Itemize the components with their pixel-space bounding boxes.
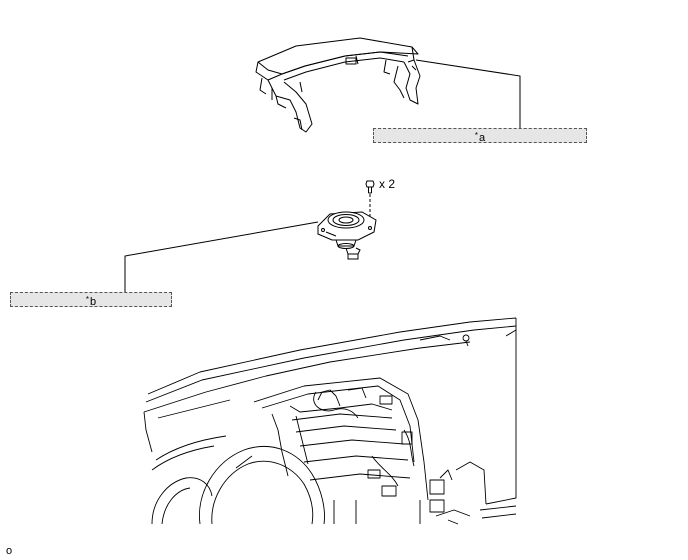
callout-a-letter: a — [479, 132, 486, 144]
callout-a: *a — [373, 128, 587, 144]
callout-b-mark: * — [85, 295, 89, 304]
callout-b: *b — [10, 292, 172, 308]
leader-line-b — [124, 221, 319, 292]
bolt-quantity-label: x 2 — [379, 177, 396, 191]
callout-b-letter: b — [90, 296, 97, 308]
callout-a-mark: * — [474, 131, 478, 140]
finish-panel-part — [255, 37, 421, 133]
dashboard-assembly — [143, 317, 517, 525]
figure-id: o — [6, 545, 13, 557]
leader-line-a — [415, 59, 521, 128]
speaker-part — [317, 211, 377, 260]
bolt-icon — [365, 180, 375, 194]
